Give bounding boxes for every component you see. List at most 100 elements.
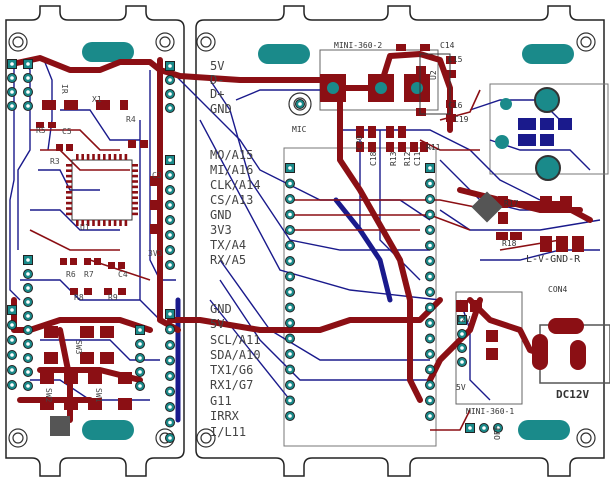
pin-pad — [457, 315, 467, 325]
pin-pad — [165, 170, 175, 180]
header-low-labels: GND 5V SCL/A11 SDA/A10 TX1/G6 RX1/G7 G11… — [210, 302, 261, 439]
pin-pad — [135, 381, 145, 391]
pin-pad — [165, 309, 175, 319]
pin-pad — [425, 178, 435, 189]
pin-pad — [285, 240, 295, 251]
pin-pad — [425, 271, 435, 282]
header-mid-labels: MO/A15 MI/A16 CLK/A14 CS/A13 GND 3V3 TX/… — [210, 148, 261, 267]
pin-pad — [285, 380, 295, 390]
header-low-label: SDA/A10 — [210, 348, 261, 362]
label-mini-360-1: MINI-360-1 — [466, 407, 514, 416]
pin-pad — [465, 423, 475, 433]
pin-pad — [7, 59, 17, 69]
label-c14: C14 — [440, 41, 455, 50]
pin-pad — [165, 433, 175, 443]
pin-pad — [425, 364, 435, 375]
label-r17: R17 — [504, 199, 519, 208]
label-dc12v: DC12V — [556, 388, 589, 401]
pin-pad — [165, 245, 175, 255]
header-low-label: IRRX — [210, 409, 240, 423]
pin-pad — [285, 271, 295, 282]
pin-pad — [135, 353, 145, 363]
pin-pad — [165, 402, 175, 412]
mounting-holes — [8, 32, 596, 448]
pin-pad — [165, 324, 175, 335]
pin-pad — [135, 367, 145, 377]
header-mid-label: MI/A16 — [210, 163, 253, 177]
label-c5: C5 — [62, 127, 72, 136]
header-low-label: SCL/A11 — [210, 333, 261, 347]
pin-pad — [165, 75, 175, 85]
pin-pad — [23, 101, 33, 111]
pin-pad — [23, 73, 33, 83]
pin-pad — [425, 380, 435, 390]
label-3v3: 3V3 — [148, 249, 163, 258]
pin-pad — [135, 325, 145, 335]
pin-pad — [285, 194, 295, 204]
pin-pad — [165, 340, 175, 350]
label-mic: MIC — [292, 125, 307, 134]
header-mid-label: GND — [210, 208, 232, 222]
label-c19: C19 — [454, 115, 469, 124]
pin-pad — [165, 417, 175, 428]
pin-pad — [23, 269, 33, 279]
through-hole-pins — [7, 59, 503, 443]
pin-pad — [23, 339, 33, 349]
right-silkscreen: MINI-360-2 MINI-360-1 MIC C20 C18 R13 R1… — [292, 41, 589, 440]
pin-pad — [7, 365, 17, 375]
pin-pad — [425, 395, 435, 406]
label-r7: R7 — [84, 270, 94, 279]
label-r5: R5 — [36, 126, 46, 135]
pin-pad — [23, 297, 33, 307]
pin-pad — [135, 339, 145, 349]
label-5v: 5V — [456, 383, 466, 392]
pin-pad — [23, 353, 33, 363]
pin-pad — [23, 325, 33, 335]
header-low-label: 5V — [210, 317, 224, 331]
pin-pad — [285, 287, 295, 297]
left-silkscreen: X1 R5 C5 R3 R4 C3 U1 R7 R6 C4 R8 R9 3V3 … — [36, 84, 163, 403]
pin-pad — [23, 311, 33, 321]
pin-pad — [285, 395, 295, 406]
pin-pad — [7, 350, 17, 360]
label-r11: R11 — [426, 143, 441, 152]
pin-pad — [165, 260, 175, 270]
pin-pad — [165, 155, 175, 165]
pin-pad — [23, 59, 33, 69]
label-sw3: SW3 — [74, 340, 83, 355]
label-r3: R3 — [50, 157, 60, 166]
switch-pads — [40, 326, 132, 410]
label-ir: IR — [60, 84, 69, 94]
pin-pad — [457, 343, 467, 353]
pin-pad — [425, 240, 435, 251]
header-low-label: RX1/G7 — [210, 378, 253, 392]
pin-pad — [7, 320, 17, 330]
label-c20: C20 — [355, 135, 364, 150]
label-r18: R18 — [502, 239, 517, 248]
header-top-label: D+ — [210, 87, 224, 101]
label-sw1: SW1 — [94, 388, 103, 403]
pin-pad — [165, 355, 175, 366]
pin-pad — [7, 305, 17, 315]
teal-slot-pads — [82, 42, 574, 440]
pin-pad — [285, 411, 295, 421]
pin-pad — [7, 380, 17, 390]
label-r8: R8 — [74, 293, 84, 302]
component-pads — [36, 44, 584, 360]
label-r4: R4 — [126, 115, 136, 124]
label-c4: C4 — [118, 270, 128, 279]
pin-pad — [165, 103, 175, 113]
pin-pad — [165, 200, 175, 210]
pin-pad — [285, 163, 295, 173]
label-l-v-gnd-r: L-V-GND-R — [526, 254, 581, 265]
header-top-label: 5V — [210, 59, 224, 73]
pin-pad — [285, 349, 295, 359]
label-c3: C3 — [152, 171, 162, 180]
pin-pad — [23, 255, 33, 265]
header-mid-label: TX/A4 — [210, 238, 246, 252]
label-c15: C15 — [448, 55, 463, 64]
pin-pad — [285, 178, 295, 189]
header-mid-label: CS/A13 — [210, 193, 253, 207]
pin-pad — [285, 302, 295, 313]
